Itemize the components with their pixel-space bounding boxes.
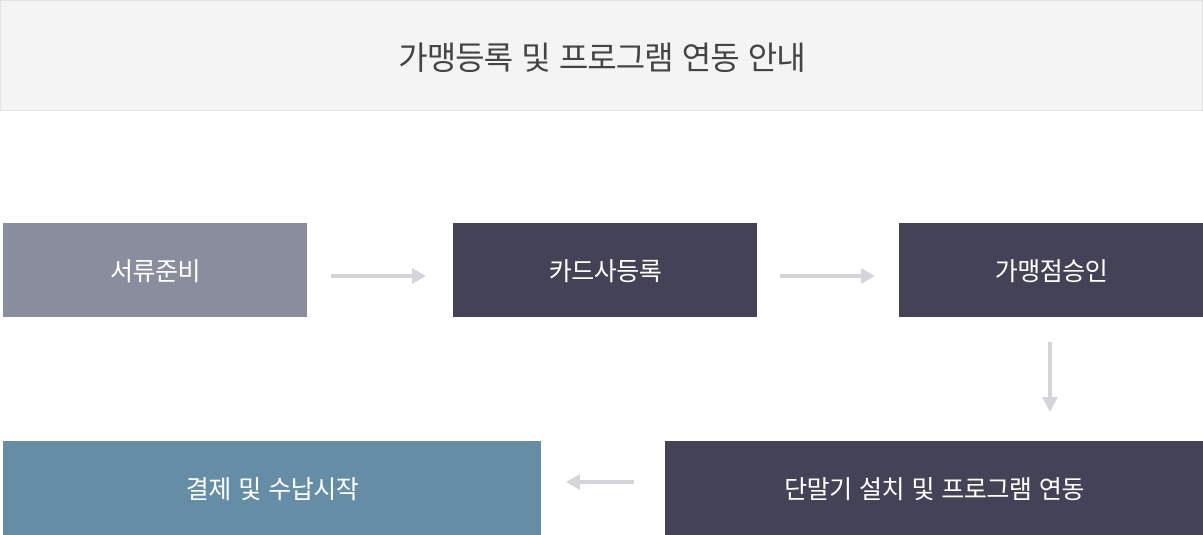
page-header: 가맹등록 및 프로그램 연동 안내 — [0, 0, 1203, 111]
step-card-company-registration: 카드사등록 — [453, 223, 757, 317]
step-payment-start: 결제 및 수납시작 — [3, 441, 541, 535]
arrow-right-icon — [331, 268, 426, 284]
arrow-left-icon — [566, 474, 634, 490]
step-terminal-install-program-link: 단말기 설치 및 프로그램 연동 — [665, 441, 1203, 535]
step-merchant-approval: 가맹점승인 — [899, 223, 1203, 317]
arrow-down-icon — [1042, 342, 1058, 412]
step-document-preparation: 서류준비 — [3, 223, 307, 317]
page-title: 가맹등록 및 프로그램 연동 안내 — [398, 38, 805, 77]
arrow-right-icon — [780, 268, 875, 284]
